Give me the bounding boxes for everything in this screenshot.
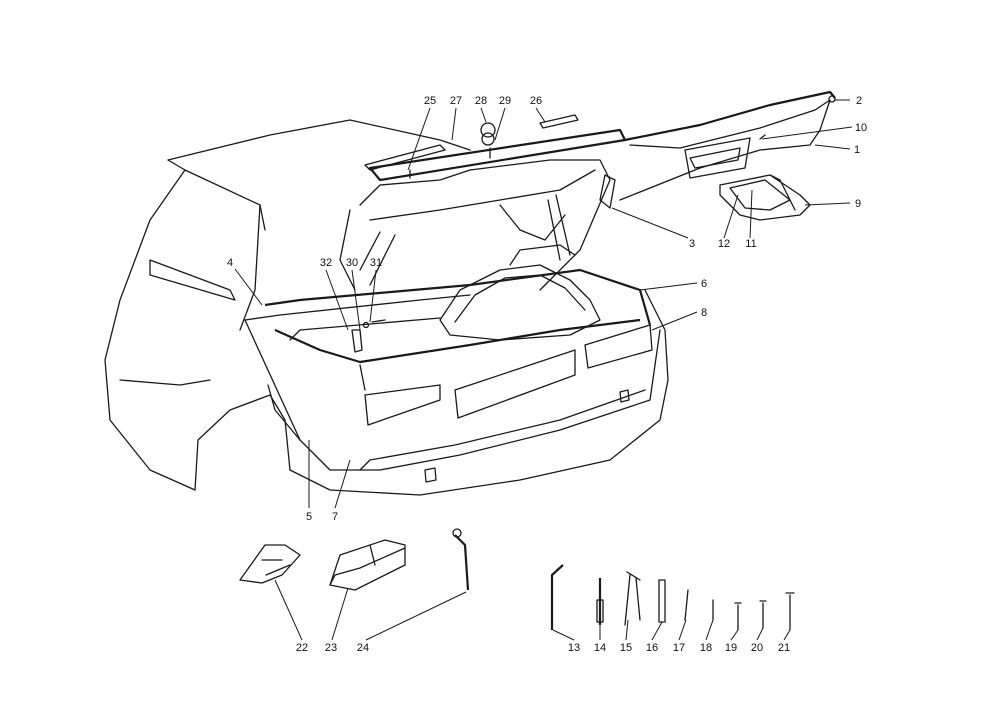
callout-11: 11 xyxy=(745,238,756,250)
callout-12: 12 xyxy=(718,238,730,250)
callout-17: 17 xyxy=(673,642,685,654)
callout-15: 15 xyxy=(620,642,632,654)
trunk-lid-panel xyxy=(599,90,836,209)
callout-27: 27 xyxy=(450,95,462,107)
callout-4: 4 xyxy=(227,257,233,269)
jack xyxy=(239,544,301,584)
callout-29: 29 xyxy=(499,95,511,107)
callout-14: 14 xyxy=(594,642,606,654)
callout-7: 7 xyxy=(332,511,338,523)
callout-30: 30 xyxy=(346,257,358,269)
callout-24: 24 xyxy=(357,642,369,654)
callout-28: 28 xyxy=(475,95,487,107)
wheel-brace xyxy=(452,528,470,591)
callout-3: 3 xyxy=(689,238,695,250)
callout-18: 18 xyxy=(700,642,712,654)
callout-6: 6 xyxy=(701,278,707,290)
callout-32: 32 xyxy=(320,257,332,269)
trunk-compartment xyxy=(264,244,652,391)
callout-13: 13 xyxy=(568,642,580,654)
callout-23: 23 xyxy=(325,642,337,654)
callout-19: 19 xyxy=(725,642,737,654)
callout-26: 26 xyxy=(530,95,542,107)
callout-25: 25 xyxy=(424,95,436,107)
callout-2: 2 xyxy=(856,95,862,107)
callout-10: 10 xyxy=(855,122,867,134)
callout-31: 31 xyxy=(370,257,382,269)
callout-labels: 25 27 28 29 26 2 10 1 9 3 12 11 4 32 30 … xyxy=(227,95,867,654)
callout-20: 20 xyxy=(751,642,763,654)
tool-tray xyxy=(719,174,811,221)
callout-22: 22 xyxy=(296,642,308,654)
callout-1: 1 xyxy=(854,144,860,156)
callout-16: 16 xyxy=(646,642,658,654)
leader-lines xyxy=(234,99,853,641)
callout-8: 8 xyxy=(701,307,707,319)
tool-bag xyxy=(329,539,406,591)
trunk-lid xyxy=(339,128,627,291)
car-body xyxy=(104,119,669,496)
small-parts xyxy=(351,114,579,353)
callout-5: 5 xyxy=(306,511,312,523)
hand-tools xyxy=(550,564,795,631)
callout-21: 21 xyxy=(778,642,790,654)
callout-9: 9 xyxy=(855,198,861,210)
